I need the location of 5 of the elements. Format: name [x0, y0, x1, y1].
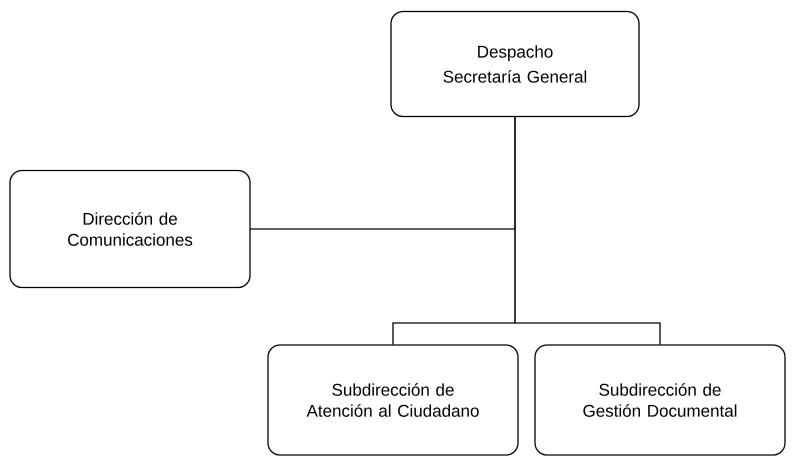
org-box: Dirección de Comunicaciones [9, 170, 251, 288]
org-box: Despacho Secretaría General [390, 10, 640, 118]
connector-line [514, 117, 661, 344]
org-box: Subdirección de Atención al Ciudadano [267, 344, 519, 456]
org-box: Subdirección de Gestión Documental [534, 344, 786, 456]
